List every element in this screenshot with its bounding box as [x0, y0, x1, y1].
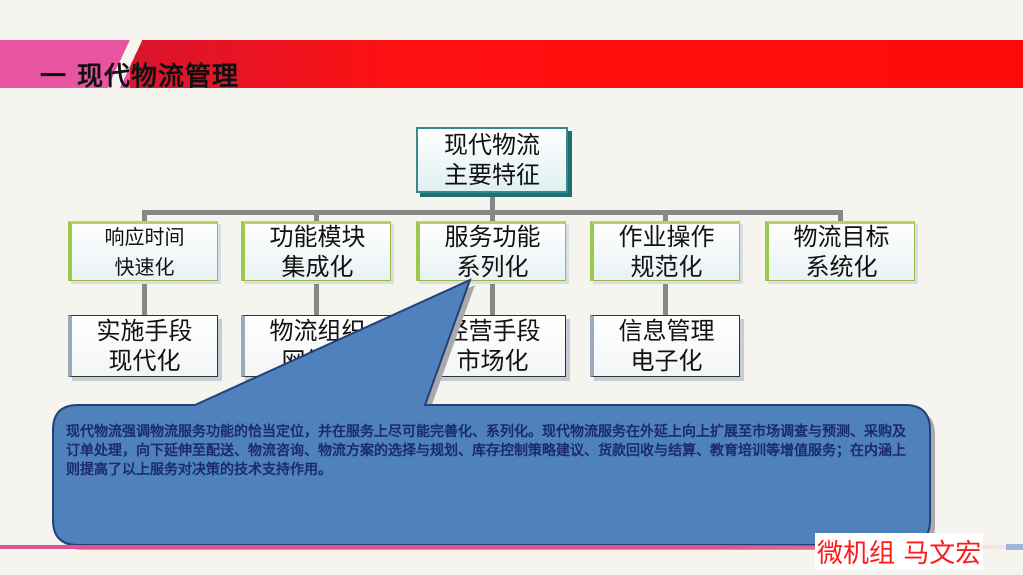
callout-text: 现代物流强调物流服务功能的恰当定位，并在服务上尽可能完善化、系列化。现代物流服务…: [66, 424, 906, 478]
header-slash-decoration: [108, 40, 148, 88]
slide-title: 一 现代物流管理: [40, 62, 240, 92]
org-root-box[interactable]: 现代物流 主要特征: [416, 127, 568, 193]
connector-l2-4: [663, 210, 668, 222]
org-box-operation-standard[interactable]: 作业操作 规范化: [590, 221, 740, 281]
org-box-information[interactable]: 信息管理 电子化: [590, 315, 740, 377]
connector-l3-2: [314, 282, 319, 316]
org-box-logistics-goal[interactable]: 物流目标 系统化: [765, 221, 915, 281]
footer-author: 微机组 马文宏: [815, 533, 984, 570]
connector-l2-2: [314, 210, 319, 222]
connector-l3-4: [663, 282, 668, 316]
connector-root-down: [490, 194, 495, 214]
footer-mark: [1006, 544, 1023, 550]
header-bar: [0, 40, 1023, 88]
connector-l3-3: [490, 282, 495, 316]
connector-l2-3: [490, 210, 495, 222]
org-box-implementation[interactable]: 实施手段 现代化: [68, 315, 218, 377]
connector-l2-1: [142, 210, 147, 222]
org-box-service-function[interactable]: 服务功能 系列化: [416, 221, 566, 281]
bottom-divider: [0, 545, 1023, 549]
org-box-function-module[interactable]: 功能模块 集成化: [241, 221, 391, 281]
connector-l3-1: [142, 282, 147, 316]
connector-l2-5: [838, 210, 843, 222]
org-box-response-time[interactable]: 响应时间 快速化: [68, 221, 218, 281]
